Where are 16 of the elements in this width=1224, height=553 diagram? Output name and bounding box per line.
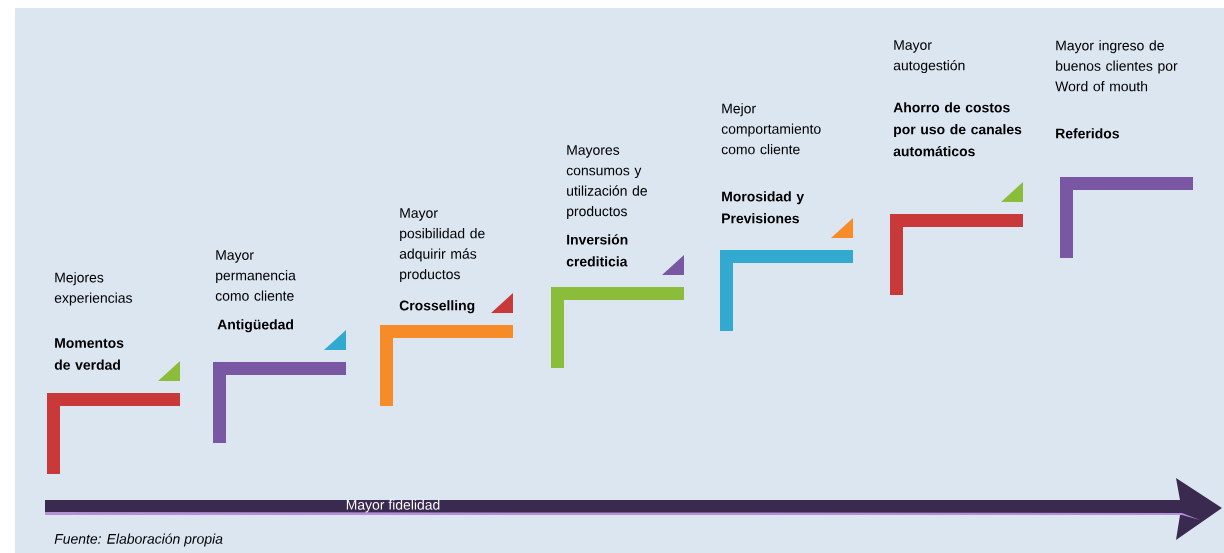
description-text: Mejores experiencias — [54, 272, 132, 306]
description-text: Mayor posibilidad de adquirir más productos — [399, 208, 485, 282]
arrow-label: Mayor fidelidad — [346, 499, 440, 513]
description-text: Mayor autogestión — [893, 40, 965, 74]
description-text: Mayor ingreso de buenos clientes por Word of mouth — [1055, 40, 1178, 92]
step-title: Antigüedad — [217, 319, 293, 333]
description-text: Mayores consumos y utilización de productos — [566, 145, 647, 219]
caption: Fuente: Elaboración propia — [54, 533, 223, 547]
step-title: Ahorro de costos por uso de canales automáticos — [893, 102, 1022, 157]
step-title: Momentos de verdad — [54, 338, 124, 370]
description-text: Mayor permanencia como cliente — [215, 250, 296, 301]
step-title: Crosselling — [399, 300, 475, 314]
description-text: Mejor comportamiento como cliente — [721, 103, 821, 155]
step-title: Morosidad y Previsiones — [722, 191, 805, 224]
step-title: Inversión crediticia — [566, 234, 628, 267]
step-title: Referidos — [1056, 128, 1119, 139]
